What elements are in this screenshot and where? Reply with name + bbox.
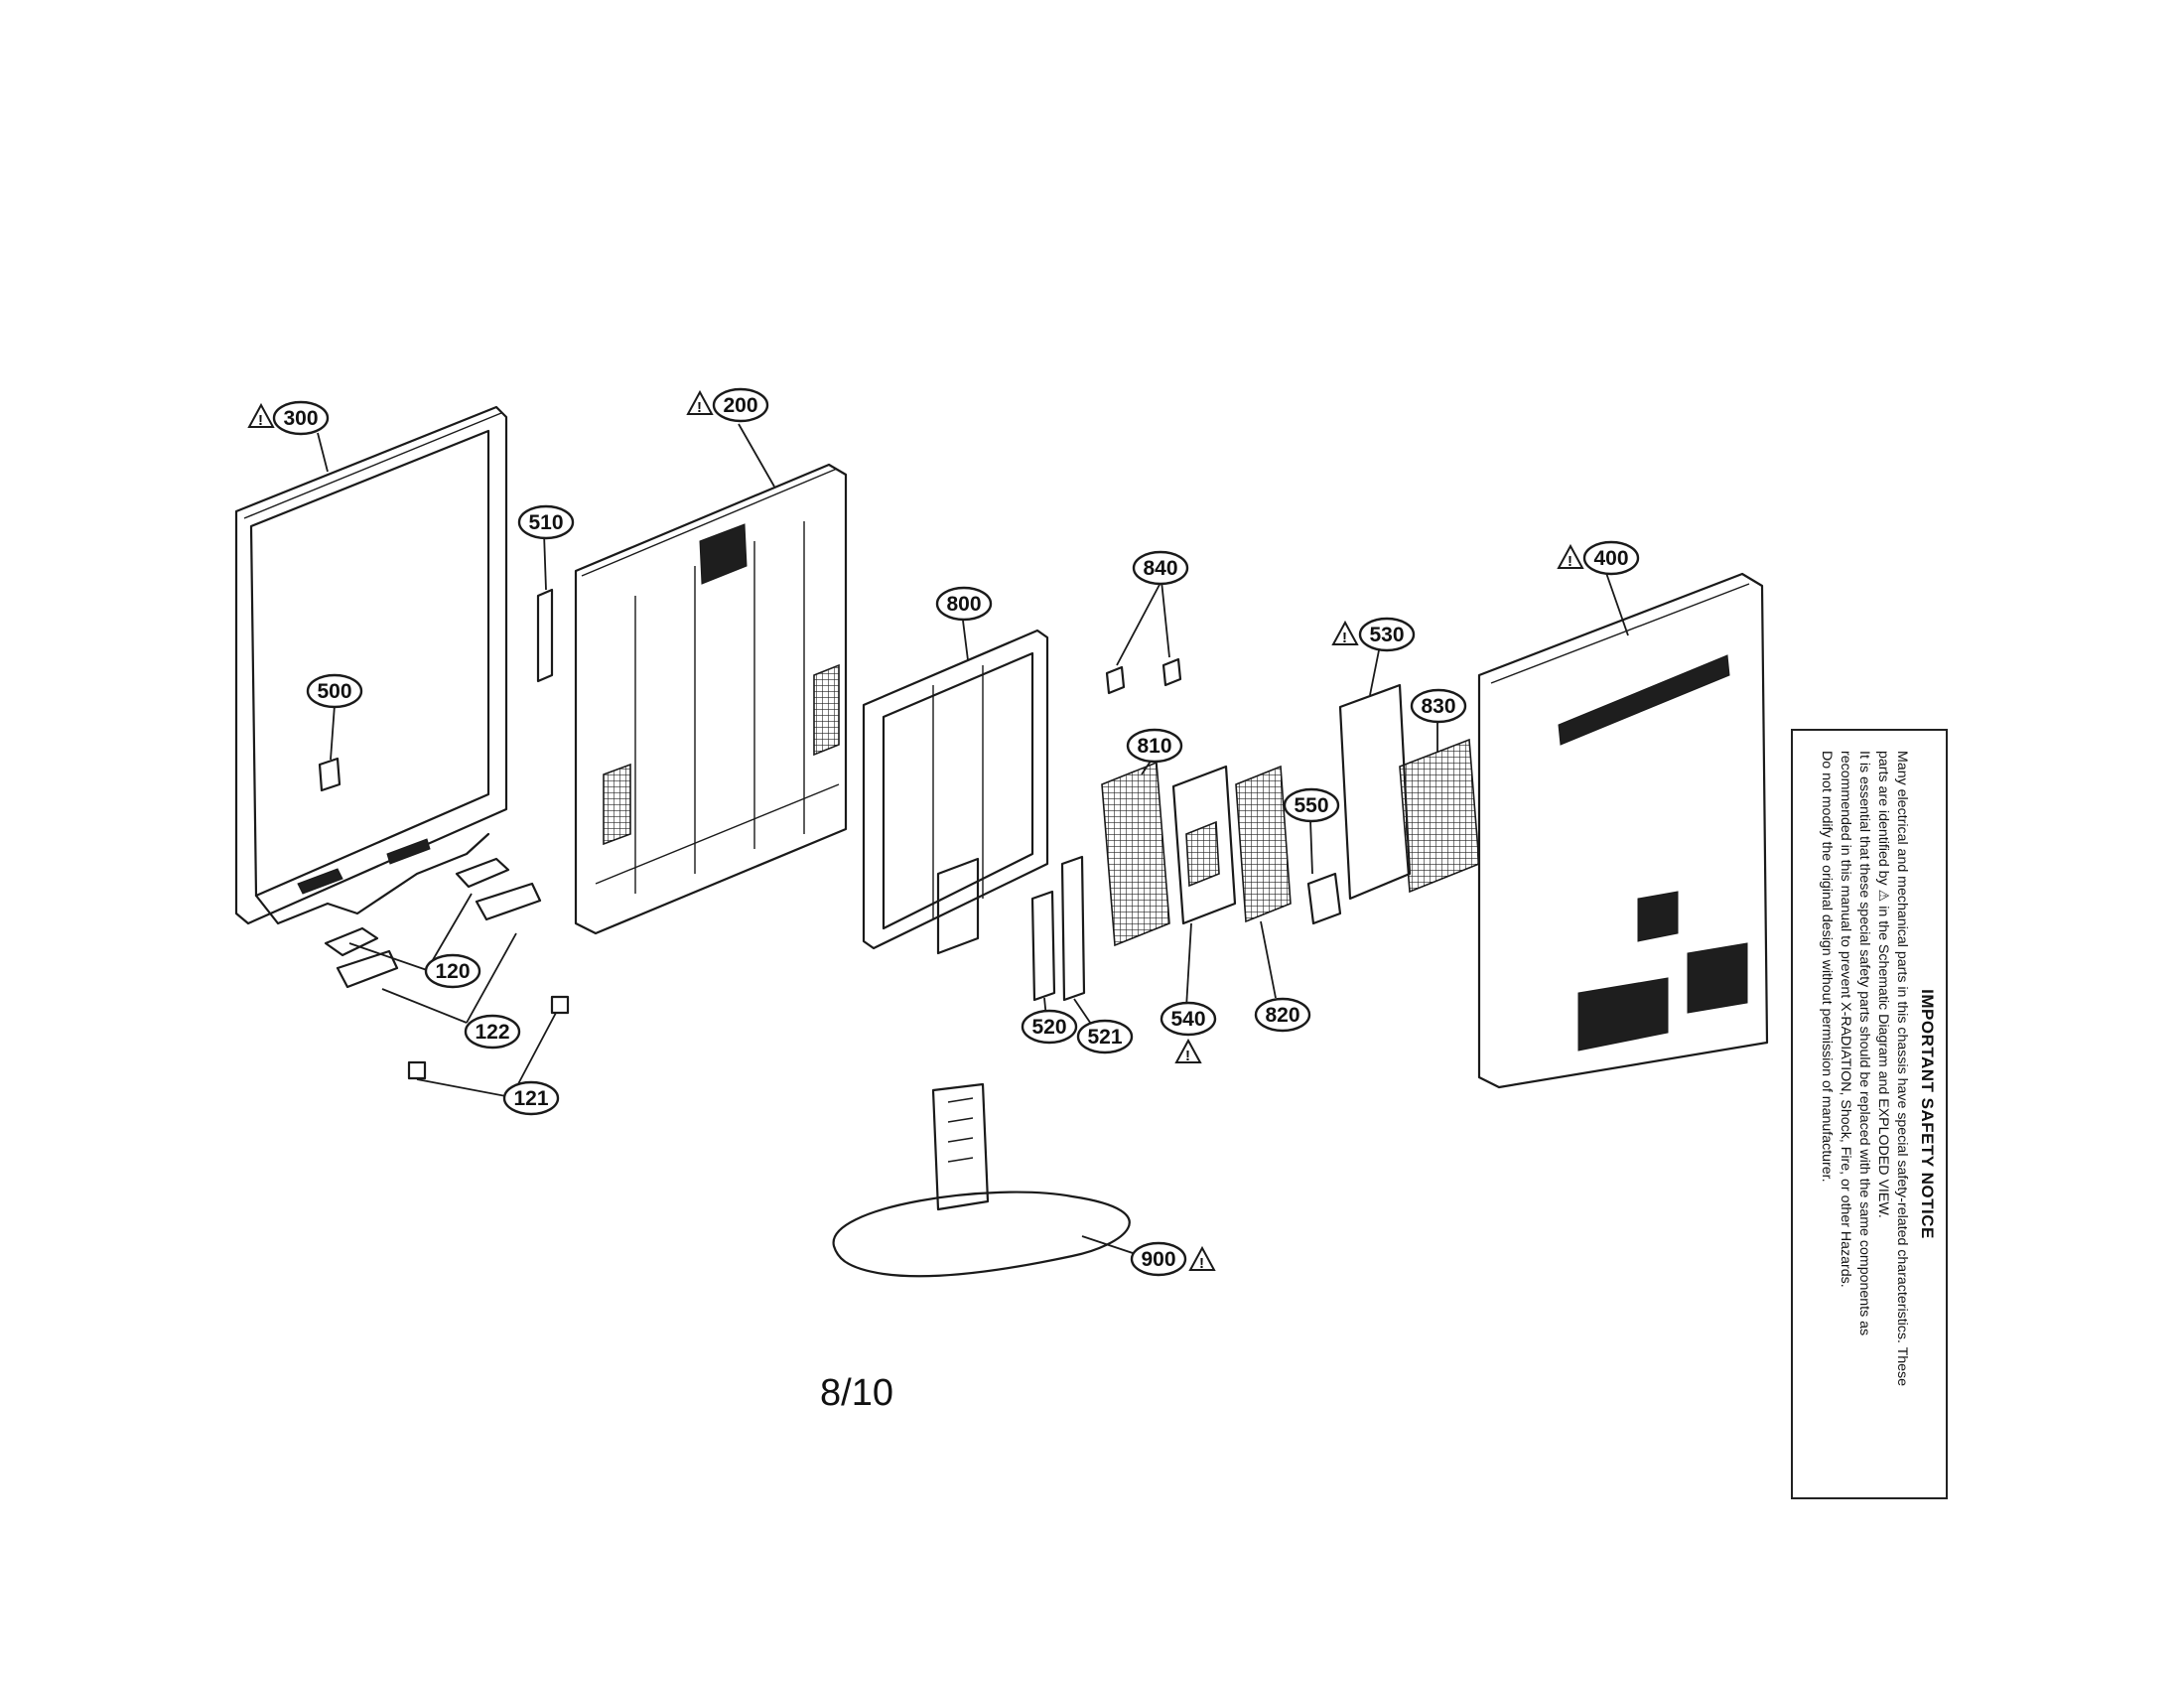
callout-810: 810 — [1126, 728, 1183, 764]
clip-parts — [1105, 657, 1182, 695]
shield-part — [1101, 761, 1170, 947]
svg-text:!: ! — [697, 399, 702, 416]
callout-121: 121 — [502, 1080, 560, 1116]
callout-label: 810 — [1137, 735, 1171, 758]
rear-cover-part — [1477, 572, 1769, 1089]
callout-521: 521 — [1076, 1019, 1134, 1054]
safety-notice-line: recommended in this manual to prevent X-… — [1838, 751, 1853, 1288]
front-bezel-part — [234, 405, 508, 925]
svg-text:!: ! — [1185, 1048, 1190, 1064]
leader-lines — [317, 423, 1629, 1257]
callout-label: 200 — [723, 394, 757, 417]
callout-820: 820 — [1254, 997, 1311, 1033]
callout-label: 300 — [283, 407, 318, 430]
key-board-parts — [1030, 855, 1086, 1002]
callout-530: ! 530 — [1331, 617, 1416, 652]
callout-830: 830 — [1410, 688, 1467, 724]
svg-text:!: ! — [1342, 630, 1347, 646]
safety-notice-line: Do not modify the original design withou… — [1819, 751, 1835, 1183]
safety-notice-line: parts are identified by ⚠ in the Schemat… — [1875, 751, 1891, 1218]
safety-notice-body: Many electrical and mechanical parts in … — [1817, 743, 1911, 1485]
power-board-part — [1338, 683, 1412, 901]
callout-840: 840 — [1132, 550, 1189, 586]
callout-510: 510 — [517, 504, 575, 540]
callout-label: 540 — [1170, 1008, 1205, 1031]
callout-label: 530 — [1369, 624, 1404, 646]
safety-notice-line: It is essential that these special safet… — [1856, 751, 1872, 1336]
svg-text:!: ! — [258, 412, 263, 429]
callout-label: 122 — [475, 1021, 509, 1044]
callout-520: 520 — [1021, 1009, 1078, 1045]
callout-400: ! 400 — [1557, 540, 1640, 576]
safety-notice-title: IMPORTANT SAFETY NOTICE — [1918, 989, 1937, 1239]
side-strip-part — [536, 588, 554, 683]
ir-board-part — [318, 757, 341, 792]
main-board-part — [1171, 765, 1237, 925]
svg-text:!: ! — [1568, 553, 1572, 570]
callout-label: 510 — [528, 511, 563, 534]
callout-label: 900 — [1141, 1248, 1175, 1271]
stand-part — [832, 1082, 1131, 1278]
callout-540: 540 ! — [1160, 1001, 1217, 1064]
lcd-module-part — [574, 463, 848, 935]
callout-550: 550 — [1283, 787, 1340, 823]
frame-part — [862, 629, 1049, 955]
sub-board-part — [1235, 765, 1292, 923]
callout-label: 840 — [1143, 557, 1177, 580]
callout-label: 121 — [513, 1087, 548, 1110]
callout-label: 120 — [435, 960, 470, 983]
page-number: 8/10 — [820, 1372, 893, 1414]
svg-text:!: ! — [1199, 1255, 1204, 1272]
safety-notice-box: IMPORTANT SAFETY NOTICE Many electrical … — [1791, 729, 1948, 1499]
callout-label: 521 — [1087, 1026, 1122, 1049]
safety-notice-line: Many electrical and mechanical parts in … — [1894, 751, 1910, 1387]
callout-label: 520 — [1031, 1016, 1066, 1039]
callout-122: 122 — [464, 1014, 521, 1050]
connector-part — [1306, 872, 1342, 925]
safety-notice-content: IMPORTANT SAFETY NOTICE Many electrical … — [1800, 743, 1939, 1485]
callout-label: 820 — [1265, 1004, 1299, 1027]
bracket-parts — [324, 857, 570, 1080]
callout-300: ! 300 — [247, 400, 330, 436]
callout-label: 500 — [317, 680, 351, 703]
callout-800: 800 — [935, 586, 993, 622]
callout-120: 120 — [424, 953, 481, 989]
callout-500: 500 — [306, 673, 363, 709]
callout-label: 400 — [1593, 547, 1628, 570]
callout-200: ! 200 — [686, 387, 769, 423]
callout-label: 830 — [1421, 695, 1455, 718]
callout-label: 800 — [946, 593, 981, 616]
callout-label: 550 — [1294, 794, 1328, 817]
callout-900: 900 ! — [1130, 1241, 1216, 1277]
shield-box-part — [1399, 738, 1480, 894]
